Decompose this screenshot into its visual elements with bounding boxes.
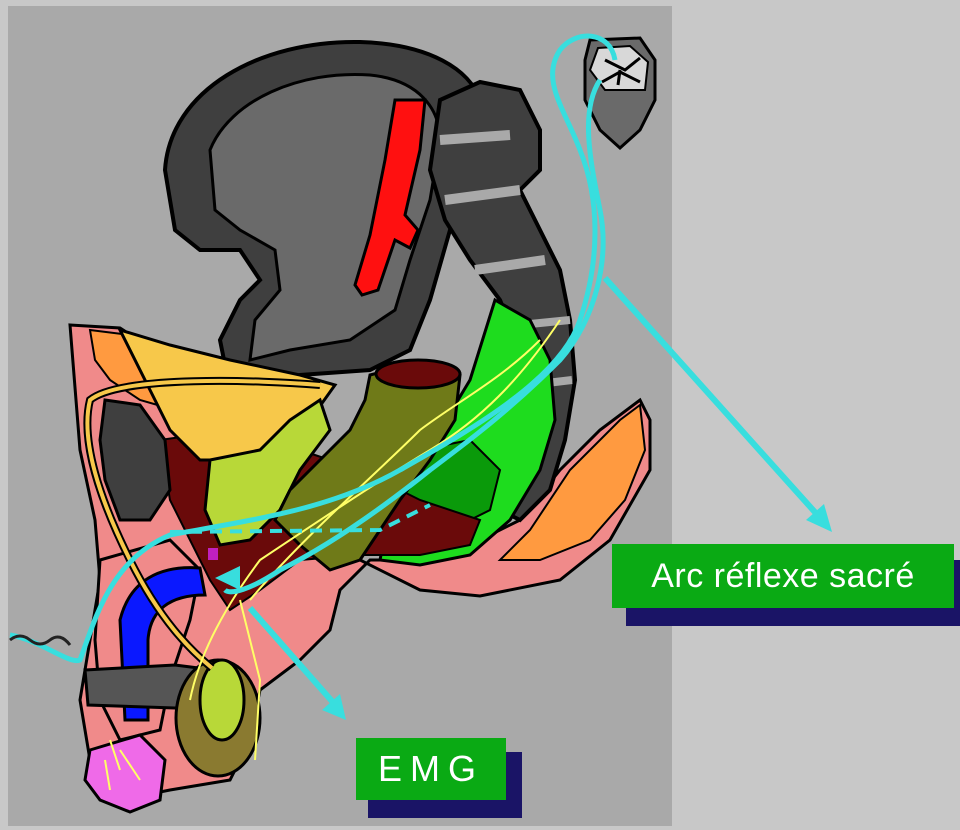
epididymis (200, 660, 244, 740)
arc-reflexe-label: Arc réflexe sacré (612, 544, 954, 608)
vertebra-band-1 (440, 135, 510, 140)
purple-spot (208, 548, 218, 560)
emg-label: EMG (356, 738, 506, 800)
rectum-opening (376, 360, 460, 388)
